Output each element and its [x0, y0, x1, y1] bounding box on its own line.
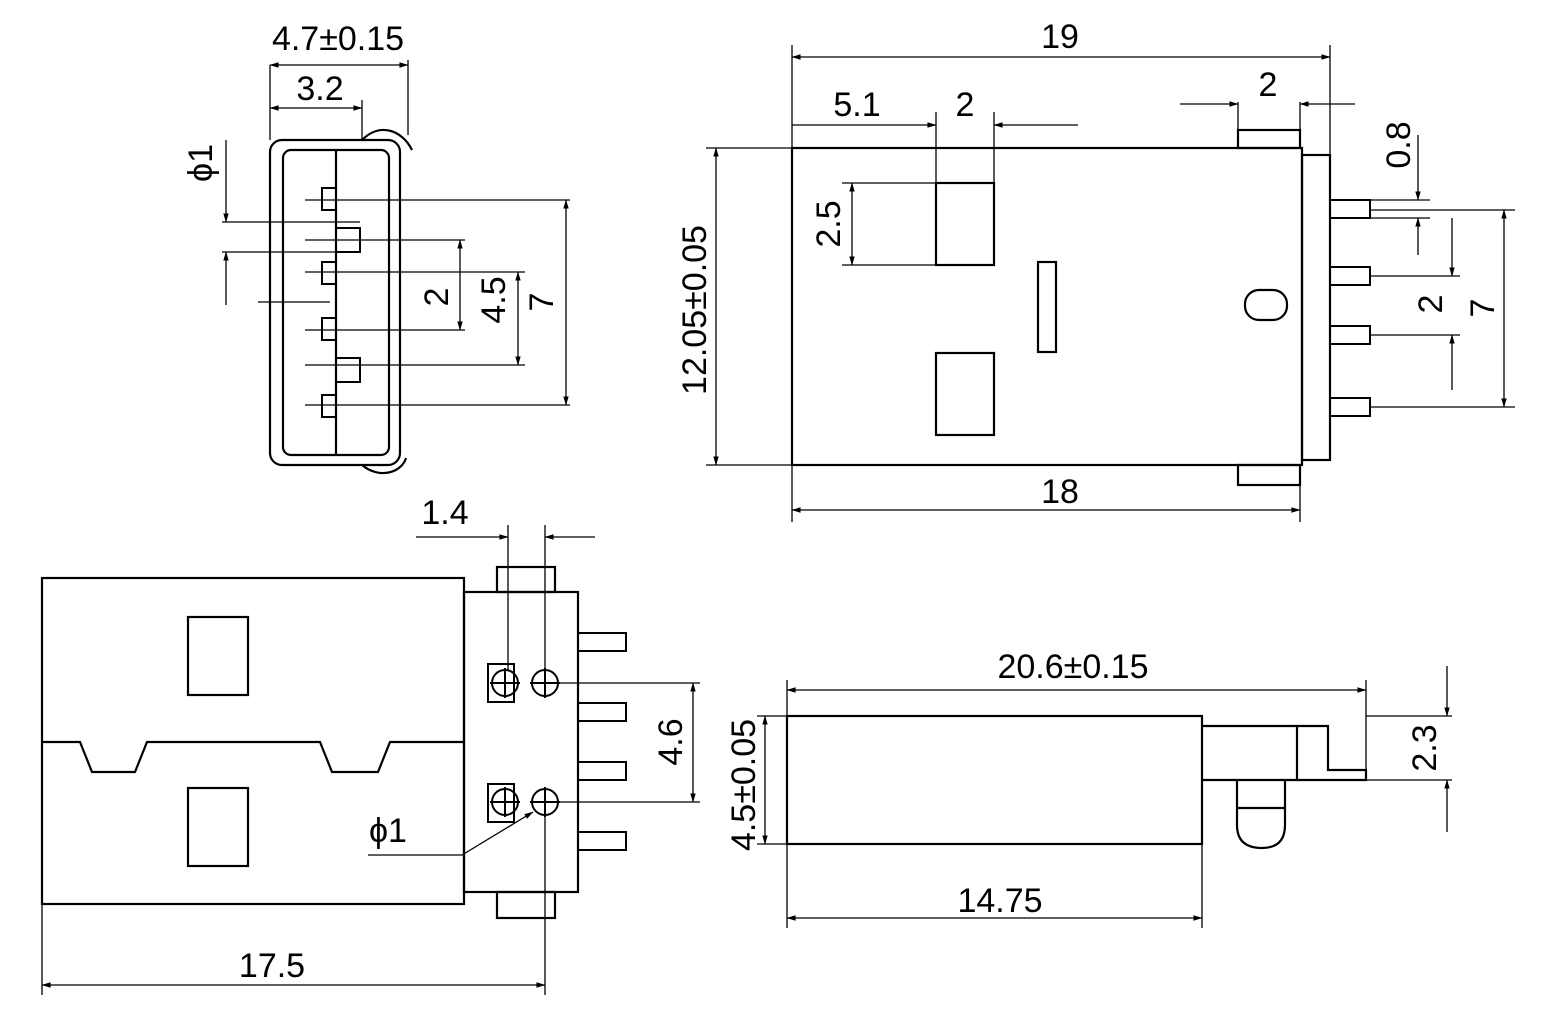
- bottom-view-extension-lines: [41, 525, 700, 995]
- side-view-labels: 20.6±0.15 4.5±0.05 2.3 14.75: [725, 648, 1444, 920]
- dim-bottom-length: 17.5: [239, 947, 305, 985]
- end-view-extension-lines: [222, 60, 570, 406]
- top-view-labels: 19 5.1 2 2 0.8 2.5 12.05±0.05 2 7 18: [676, 18, 1502, 511]
- side-view-dimension-lines: [762, 666, 1450, 921]
- end-view-labels: 4.7±0.15 3.2 ϕ1 2 4.5 7: [182, 20, 561, 324]
- dim-side-height: 4.5±0.05: [725, 719, 763, 851]
- side-view-extension-lines: [757, 680, 1452, 928]
- dim-top-pin-width: 0.8: [1380, 121, 1418, 168]
- dim-side-length-overall: 20.6±0.15: [997, 648, 1148, 686]
- dim-end-width-overall: 4.7±0.15: [272, 20, 404, 58]
- dim-top-window-width: 2: [956, 86, 975, 124]
- top-view-extension-lines: [706, 45, 1515, 522]
- top-view-body: [790, 128, 1332, 487]
- top-view-pins: [1329, 199, 1371, 417]
- dim-end-width-inner: 3.2: [296, 70, 343, 108]
- dim-side-body-length: 14.75: [957, 882, 1042, 920]
- side-view: [757, 666, 1452, 928]
- dim-top-tab-width: 2: [1259, 66, 1278, 104]
- dim-end-hole: ϕ1: [182, 144, 220, 182]
- dim-end-pitch: 2: [418, 288, 456, 307]
- end-view-dimension-lines: [223, 62, 569, 406]
- dim-top-pin-span: 7: [1464, 299, 1502, 318]
- side-view-body: [785, 714, 1368, 850]
- bottom-view-pins: [577, 632, 627, 851]
- dim-bottom-hole-spacing: 4.6: [652, 718, 690, 765]
- dim-bottom-tab-offset: 1.4: [421, 494, 468, 532]
- dim-top-body-length: 18: [1041, 473, 1079, 511]
- dim-bottom-hole: ϕ1: [369, 812, 407, 850]
- dim-end-pin-span: 4.5: [475, 276, 513, 323]
- bottom-view-holes: [487, 663, 560, 823]
- bottom-view: [40, 525, 700, 995]
- top-view: [706, 45, 1515, 522]
- bottom-view-labels: 1.4 4.6 ϕ1 17.5: [239, 494, 690, 985]
- end-view-contacts: [321, 187, 361, 418]
- bottom-view-body: [40, 565, 580, 920]
- dim-top-window-offset: 5.1: [833, 86, 880, 124]
- dim-top-window-height: 2.5: [810, 200, 848, 247]
- dim-top-pin-pitch: 2: [1412, 295, 1450, 314]
- top-view-dimension-lines: [713, 54, 1507, 513]
- dim-end-overall-span: 7: [523, 293, 561, 312]
- dim-side-tab-height: 2.3: [1406, 724, 1444, 771]
- bottom-view-dimension-lines: [41, 534, 696, 988]
- dim-top-length-overall: 19: [1041, 18, 1079, 56]
- dim-top-body-height: 12.05±0.05: [676, 225, 714, 395]
- end-view: [222, 60, 570, 475]
